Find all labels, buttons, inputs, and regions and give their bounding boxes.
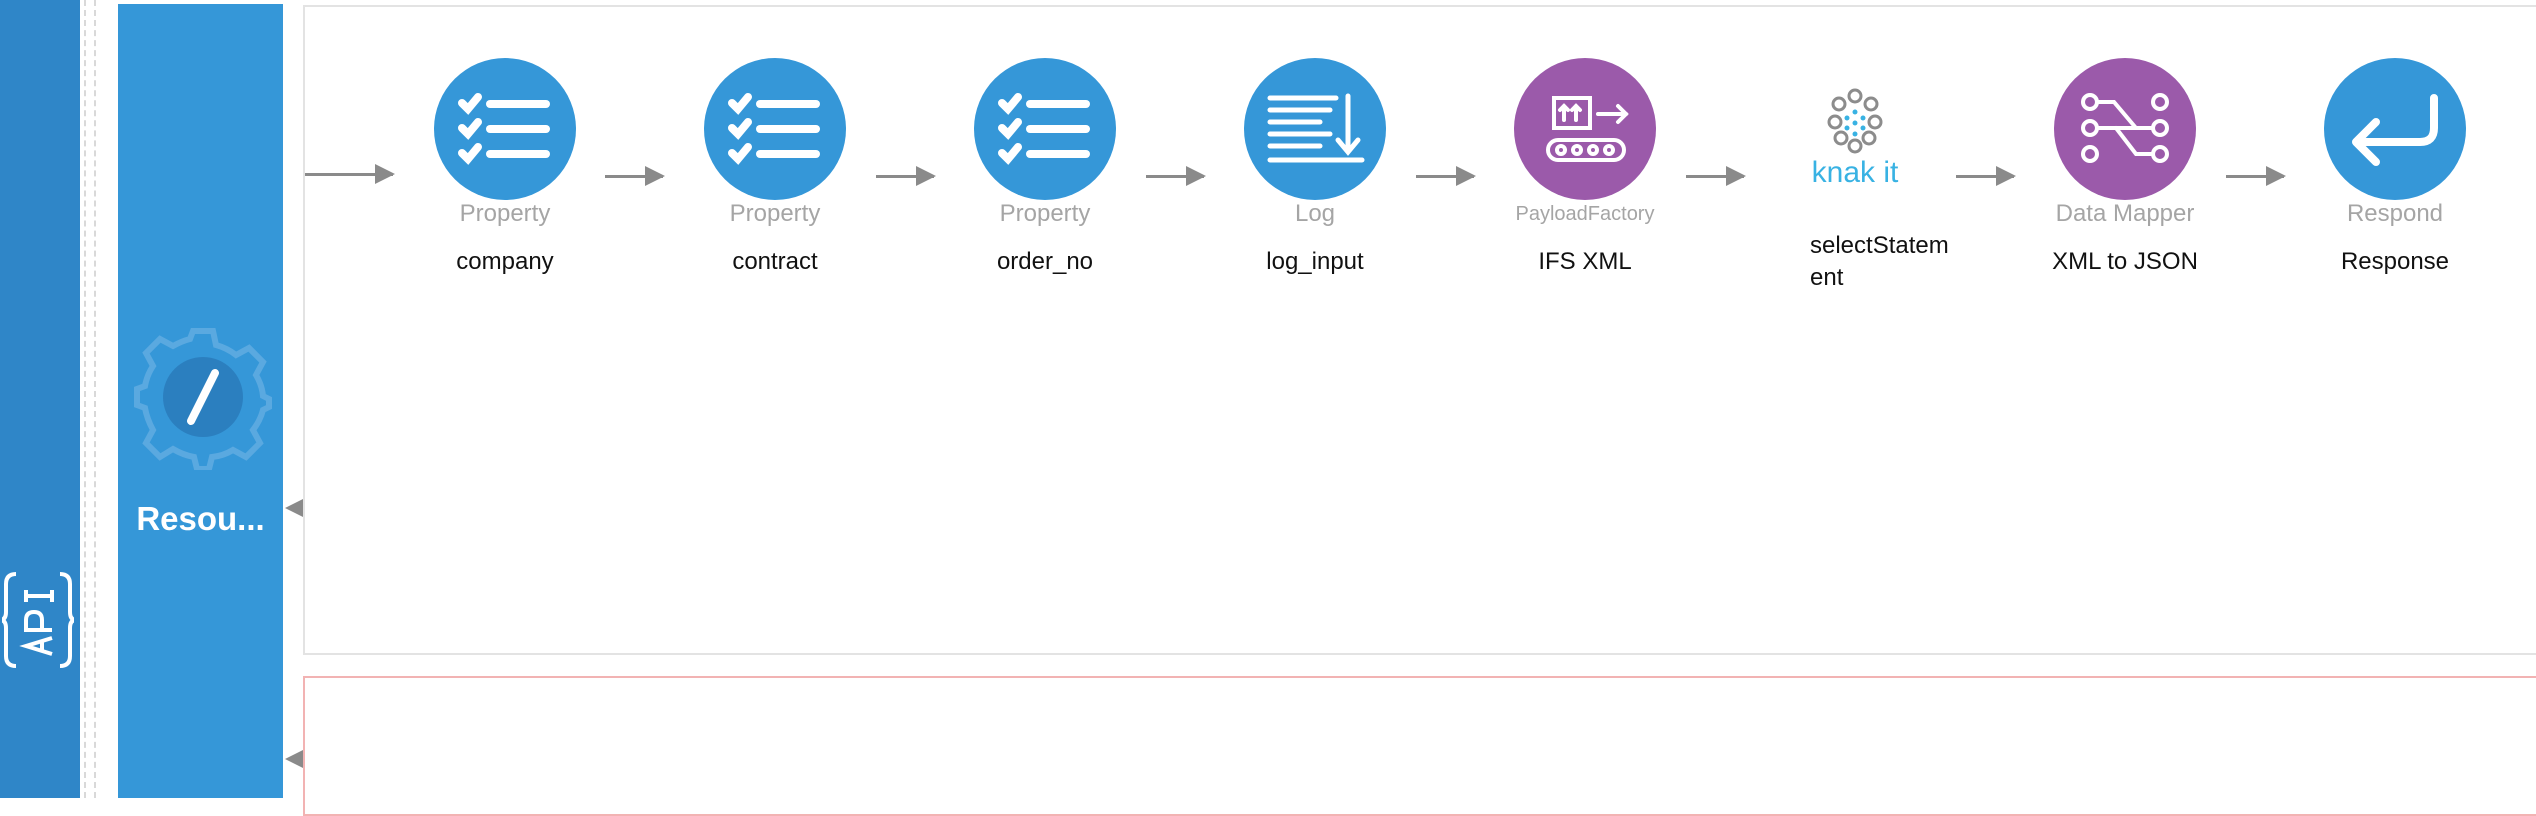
mediator-circle[interactable]	[1514, 58, 1656, 200]
mediator-circle[interactable]	[1244, 58, 1386, 200]
mediator-name: selectStatement	[1810, 232, 1949, 291]
in-sequence-arrow-icon	[285, 499, 303, 517]
mediator-property-company[interactable]: Property company	[384, 58, 604, 318]
mediator-name: IFS XML	[1538, 248, 1632, 275]
mediator-knak-it[interactable]: knak it selectStatement	[1734, 58, 1954, 318]
mediator-name: log_input	[1266, 248, 1364, 275]
mediator-type: Property	[999, 200, 1091, 227]
flow-arrow	[605, 166, 665, 186]
mediator-circle[interactable]	[974, 58, 1116, 200]
mediator-log[interactable]: Log log_input	[1194, 58, 1414, 318]
flow-arrow	[1416, 166, 1476, 186]
mediator-name: order_no	[996, 248, 1094, 275]
list-check-icon	[998, 93, 1090, 165]
mediator-name: company	[456, 248, 554, 275]
mediator-type: Respond	[2346, 200, 2444, 227]
flow-arrow	[1956, 166, 2016, 186]
mediator-circle[interactable]	[2324, 58, 2466, 200]
mediator-type: Data Mapper	[2055, 200, 2195, 227]
list-check-icon	[458, 93, 550, 165]
mediator-name: Response	[2340, 248, 2450, 275]
mediator-name: contract	[732, 248, 818, 275]
flow-arrow	[1146, 166, 1206, 186]
resource-label: Resou...	[136, 500, 265, 537]
fault-sequence-canvas[interactable]	[303, 676, 2536, 816]
resource-panel[interactable]: Resou...	[118, 4, 283, 798]
knak-it-icon	[1827, 88, 1883, 154]
api-icon	[2, 572, 74, 668]
flow-arrow	[1686, 166, 1746, 186]
api-sidebar[interactable]	[0, 0, 80, 798]
mediator-name: XML to JSON	[2052, 248, 2198, 275]
mediator-payload-factory[interactable]: PayloadFactory IFS XML	[1464, 58, 1684, 318]
payload-factory-icon	[1546, 96, 1629, 162]
mediator-type: PayloadFactory	[1515, 203, 1655, 225]
log-icon	[1267, 93, 1365, 163]
list-check-icon	[728, 93, 820, 165]
mediator-type: Property	[459, 200, 551, 227]
flow-arrow	[2226, 166, 2286, 186]
data-mapper-icon	[2081, 93, 2169, 163]
gear-slash-icon	[134, 328, 272, 470]
mediator-type: knak it	[1811, 156, 1899, 189]
flow-arrow	[876, 166, 936, 186]
mediator-type: Log	[1294, 200, 1336, 227]
swimlane-divider	[84, 0, 96, 798]
fault-sequence-arrow-icon	[285, 750, 303, 768]
mediator-circle[interactable]	[2054, 58, 2196, 200]
respond-icon	[2352, 94, 2438, 166]
mediator-circle[interactable]	[434, 58, 576, 200]
mediator-circle[interactable]	[704, 58, 846, 200]
flow-arrow	[305, 164, 395, 184]
mediator-type: Property	[729, 200, 821, 227]
mediator-respond[interactable]: Respond Response	[2274, 58, 2494, 318]
mediator-data-mapper[interactable]: Data Mapper XML to JSON	[2004, 58, 2224, 318]
mediator-property-order-no[interactable]: Property order_no	[924, 58, 1144, 318]
mediator-property-contract[interactable]: Property contract	[654, 58, 874, 318]
